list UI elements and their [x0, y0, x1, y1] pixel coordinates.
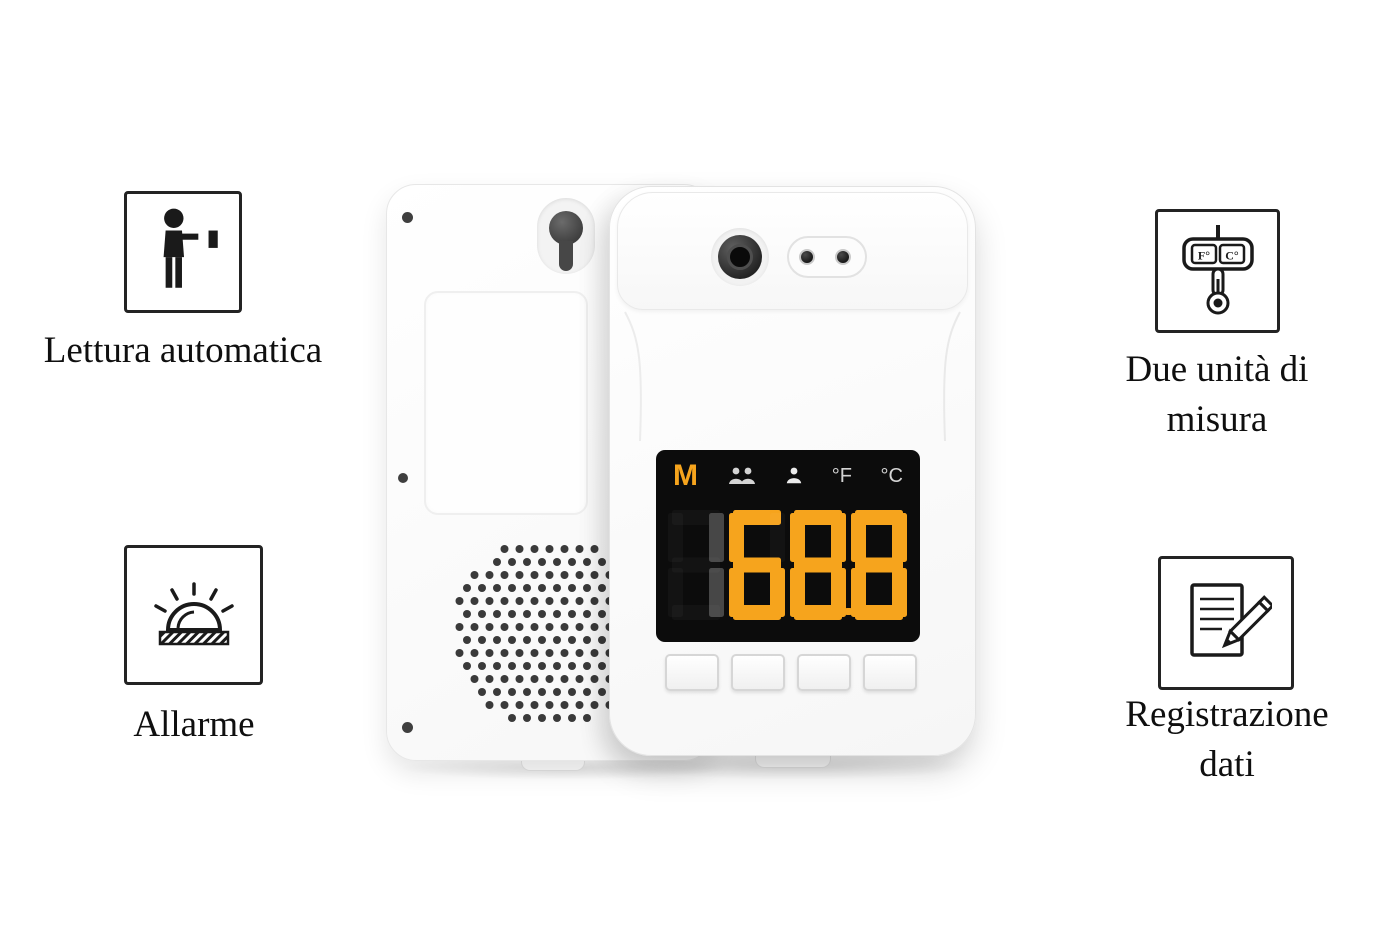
auto-reading-label: Lettura automatica: [43, 330, 323, 371]
data-logging-label-line2: dati: [1199, 744, 1255, 785]
device-button-4[interactable]: [863, 654, 917, 691]
dual-units-feature-box: F° C°: [1155, 209, 1280, 333]
dual-units-label: Due unità di misura: [1062, 345, 1372, 445]
dual-units-label-line1: Due unità di: [1125, 349, 1309, 390]
data-logging-icon: [1190, 583, 1272, 657]
dual-units-icon: F° C°: [1181, 225, 1254, 315]
ir-sensor-lens: [727, 244, 753, 270]
battery-compartment: [424, 291, 588, 515]
seven-segment-digit: [729, 510, 785, 620]
data-logging-label: Registrazione dati: [1077, 690, 1377, 790]
keyhole-mount-icon: [549, 211, 583, 245]
proximity-sensor-icon: [835, 249, 851, 265]
device-buttons: [665, 654, 917, 691]
data-logging-feature-box: [1158, 556, 1294, 690]
person-icon: [786, 467, 802, 484]
auto-reading-icon: [163, 208, 218, 288]
group-icon: [728, 467, 755, 484]
celsius-label: °C: [880, 465, 903, 487]
seven-segment-digit: [851, 510, 907, 620]
led-display: M °F °C: [656, 450, 920, 642]
screw-icon: [402, 722, 413, 733]
device-button-1[interactable]: [665, 654, 719, 691]
screw-icon: [398, 473, 408, 483]
auto-reading-feature-box: [124, 191, 242, 313]
alarm-label: Allarme: [133, 704, 255, 745]
screw-icon: [402, 212, 413, 223]
device-button-3[interactable]: [797, 654, 851, 691]
seven-segment-digit: [709, 513, 724, 617]
alarm-feature-box: [124, 545, 263, 685]
decimal-point: [845, 608, 852, 615]
dual-units-label-line2: misura: [1166, 399, 1268, 440]
fahrenheit-label: °F: [831, 465, 852, 487]
display-status-row: M °F °C: [668, 458, 908, 494]
keyhole-slot: [559, 241, 573, 271]
proximity-sensor-icon: [799, 249, 815, 265]
seven-segment-digit: [790, 510, 846, 620]
data-logging-label-line1: Registrazione: [1125, 694, 1329, 735]
device-button-2[interactable]: [731, 654, 785, 691]
mode-indicator: M: [673, 459, 698, 492]
temperature-digits: [668, 510, 908, 620]
alarm-icon: [153, 582, 234, 646]
celsius-badge: C°: [1225, 249, 1239, 263]
fahrenheit-badge: F°: [1197, 249, 1209, 263]
